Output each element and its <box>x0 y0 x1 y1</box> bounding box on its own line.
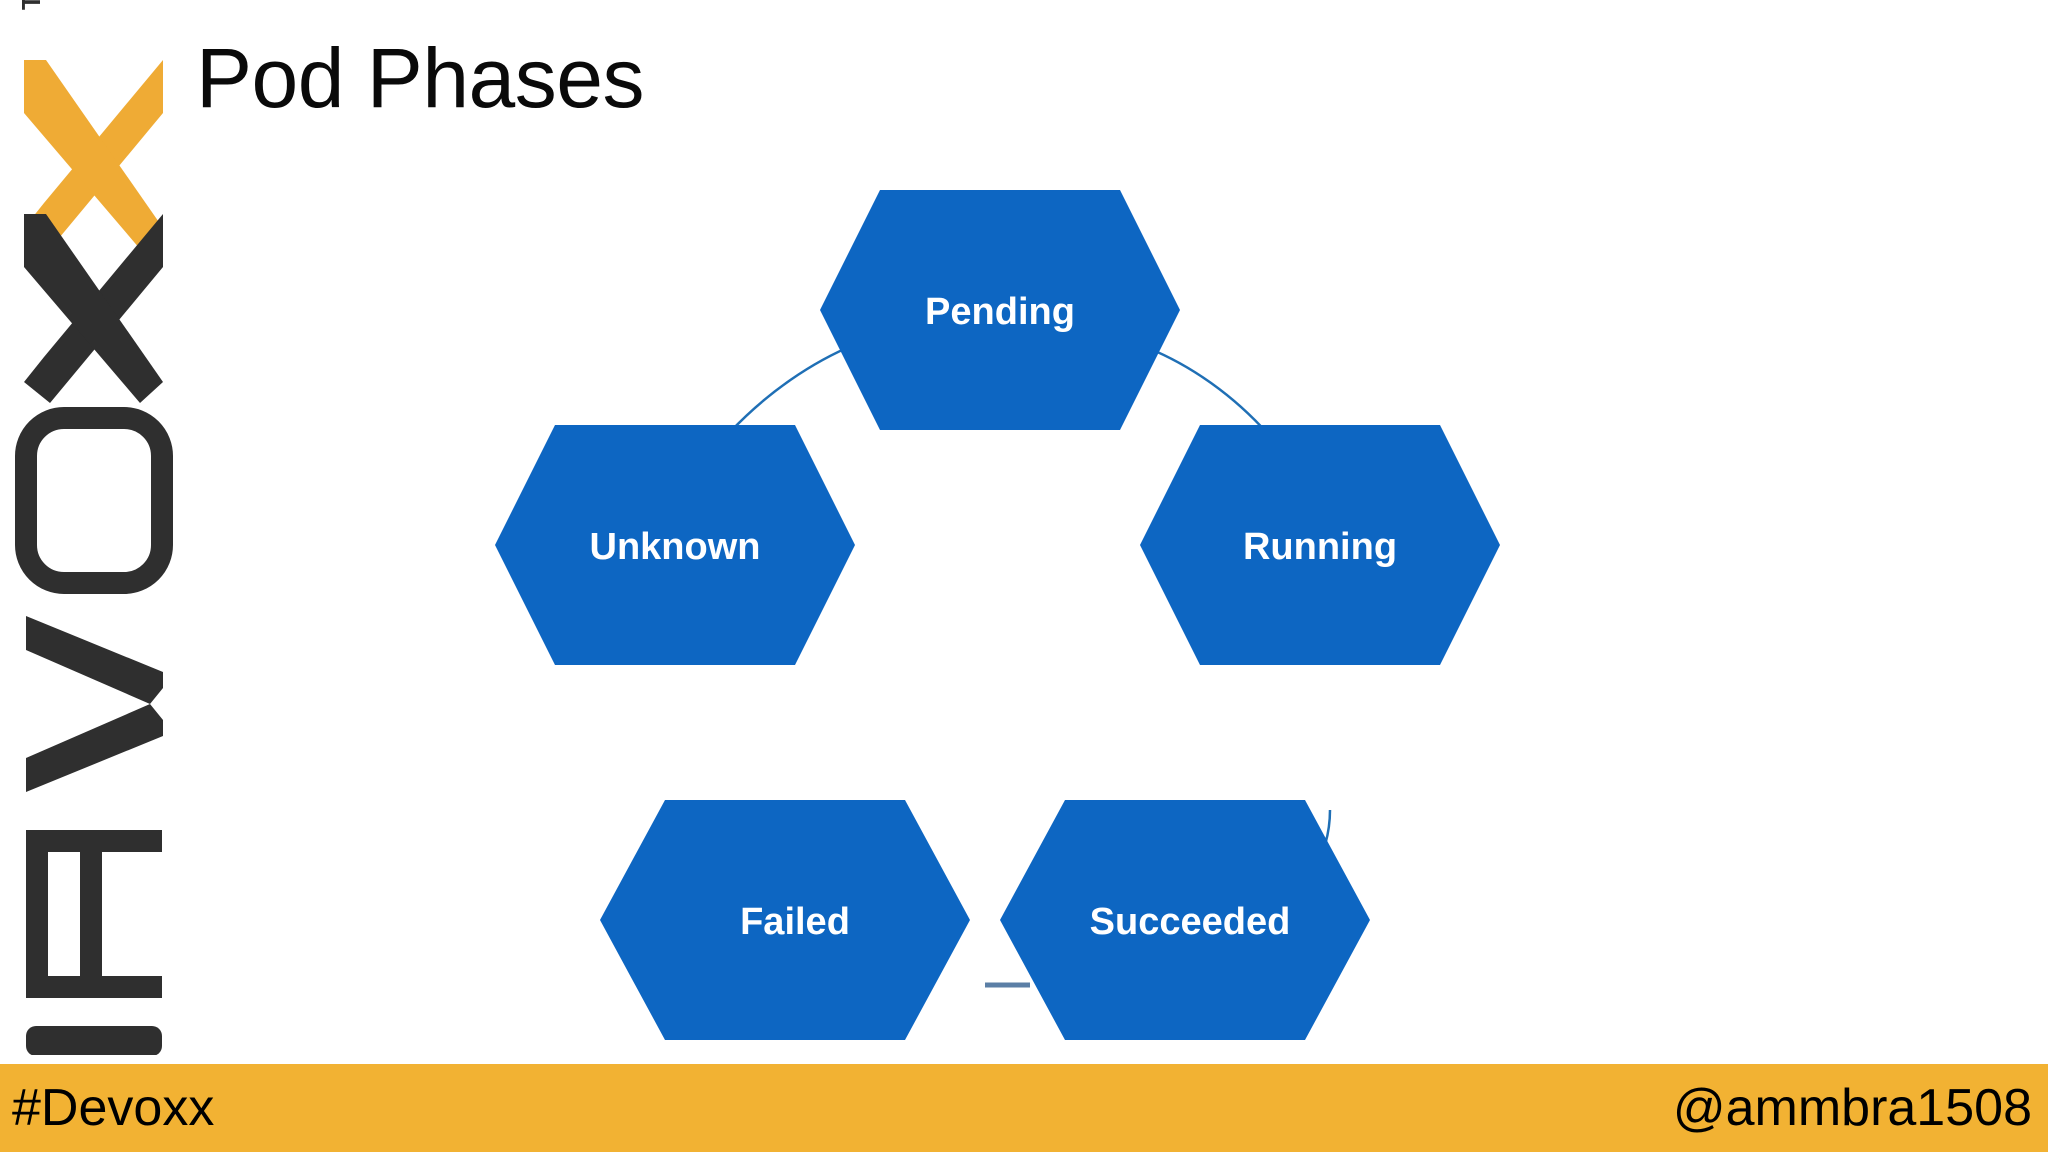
hexagon-label-failed: Failed <box>740 901 850 943</box>
hexagon-node-failed[interactable]: Failed <box>600 800 970 1040</box>
devoxx-x-accent <box>24 60 163 249</box>
footer-hashtag: #Devoxx <box>12 1079 215 1137</box>
devoxx-letter-d <box>26 1026 162 1055</box>
hexagon-shape-failed <box>600 800 970 1040</box>
hexagon-label-running: Running <box>1243 526 1397 568</box>
trademark-mark: TM <box>16 0 46 10</box>
devoxx-logo: TM <box>0 0 175 1055</box>
svg-text:TM: TM <box>16 0 46 10</box>
pod-phases-diagram: Pending Running Succeeded Failed Unknown <box>495 190 1500 1040</box>
hexagon-node-running[interactable]: Running <box>1140 425 1500 665</box>
hexagon-shape-unknown <box>495 425 855 665</box>
devoxx-letter-e <box>26 830 162 998</box>
devoxx-x-dark <box>24 214 163 403</box>
connector-pending-to-running <box>1147 346 1269 435</box>
hexagon-node-pending[interactable]: Pending <box>820 190 1180 430</box>
footer-handle: @ammbra1508 <box>1672 1079 2032 1137</box>
hexagon-label-succeeded: Succeeded <box>1090 901 1291 943</box>
hexagon-shape-running <box>1140 425 1500 665</box>
connector-unknown-to-pending <box>729 342 857 433</box>
hexagon-label-unknown: Unknown <box>590 526 761 568</box>
footer-bar: #Devoxx @ammbra1508 <box>0 1064 2048 1152</box>
devoxx-letter-o <box>15 407 173 594</box>
hexagon-node-unknown[interactable]: Unknown <box>495 425 855 665</box>
devoxx-letter-v <box>26 616 163 792</box>
devoxx-logo-mark: TM <box>15 0 173 1055</box>
hexagon-label-pending: Pending <box>925 291 1075 333</box>
hexagon-node-succeeded[interactable]: Succeeded <box>1000 800 1370 1040</box>
hexagon-shape-pending <box>820 190 1180 430</box>
page-title: Pod Phases <box>196 31 644 125</box>
hexagon-shape-succeeded <box>1000 800 1370 1040</box>
